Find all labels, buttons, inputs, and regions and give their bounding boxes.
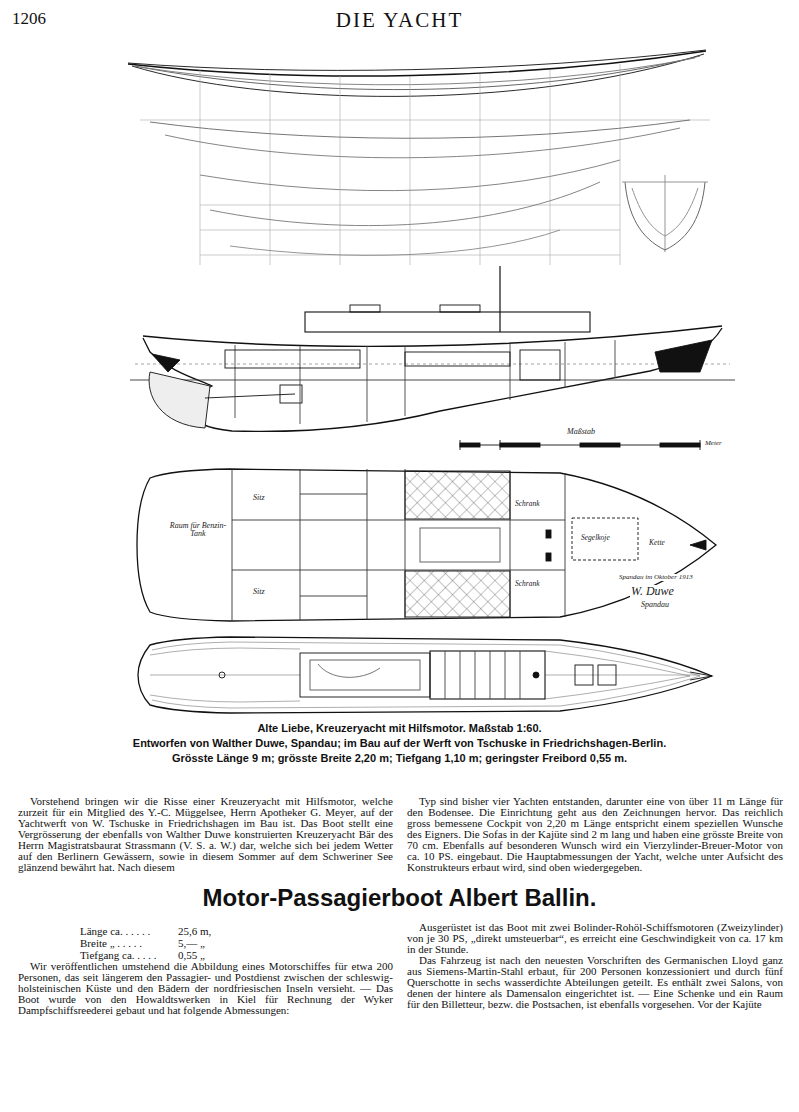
article-text: Vorstehend bringen wir die Risse einer K…: [18, 796, 393, 873]
signature-text: W. Duwe: [630, 585, 675, 598]
article-heading: Motor-Passagierboot Albert Ballin.: [0, 884, 799, 912]
drawing-label: Raum für Benzin-Tank: [166, 522, 230, 539]
table-cell: Tiefgang ca. . . . .: [80, 949, 178, 961]
drawing-label: Segelkoje: [580, 534, 611, 542]
table-cell: 25,6 m,: [178, 925, 238, 937]
figure-caption: Grösste Länge 9 m; grösste Breite 2,20 m…: [0, 752, 799, 764]
table-cell: 5,— „: [178, 937, 238, 949]
figure-caption: Alte Liebe, Kreuzeryacht mit Hilfsmotor.…: [0, 722, 799, 734]
signature-text: Spandau: [640, 601, 670, 609]
page-number: 1206: [12, 9, 46, 29]
article-text: Wir veröffentlichen umstehend die Abbild…: [18, 961, 393, 1016]
page-title: DIE YACHT: [0, 8, 799, 33]
table-cell: Länge ca. . . . . .: [80, 925, 178, 937]
article-text: Ausgerüstet ist das Boot mit zwei Bolind…: [407, 922, 783, 955]
drawing-label: Sitz: [252, 494, 266, 502]
scale-label: Meter: [704, 440, 723, 447]
drawing-label: Schrank: [514, 500, 541, 508]
text-column: Länge ca. . . . . .25,6 m,Breite „ . . .…: [18, 922, 393, 1016]
text-column: Vorstehend bringen wir die Risse einer K…: [18, 796, 393, 873]
scale-label: Maßstab: [566, 428, 596, 436]
signature-text: Spandau im Oktober 1913: [618, 574, 694, 581]
drawing-label: Schrank: [514, 580, 541, 588]
table-cell: Breite „ . . . . .: [80, 937, 178, 949]
drawing-label: Kette: [648, 539, 666, 547]
article-text: Typ sind bisher vier Yachten entstanden,…: [407, 796, 783, 873]
text-column: Ausgerüstet ist das Boot mit zwei Bolind…: [407, 922, 783, 1010]
drawing-label: Sitz: [252, 588, 266, 596]
dimension-table: Länge ca. . . . . .25,6 m,Breite „ . . .…: [80, 925, 393, 961]
text-column: Typ sind bisher vier Yachten entstanden,…: [407, 796, 783, 873]
figure-caption: Entworfen von Walther Duwe, Spandau; im …: [0, 737, 799, 749]
article-text: Das Fahrzeug ist nach den neuesten Vorsc…: [407, 955, 783, 1010]
table-cell: 0,55 „: [178, 949, 238, 961]
